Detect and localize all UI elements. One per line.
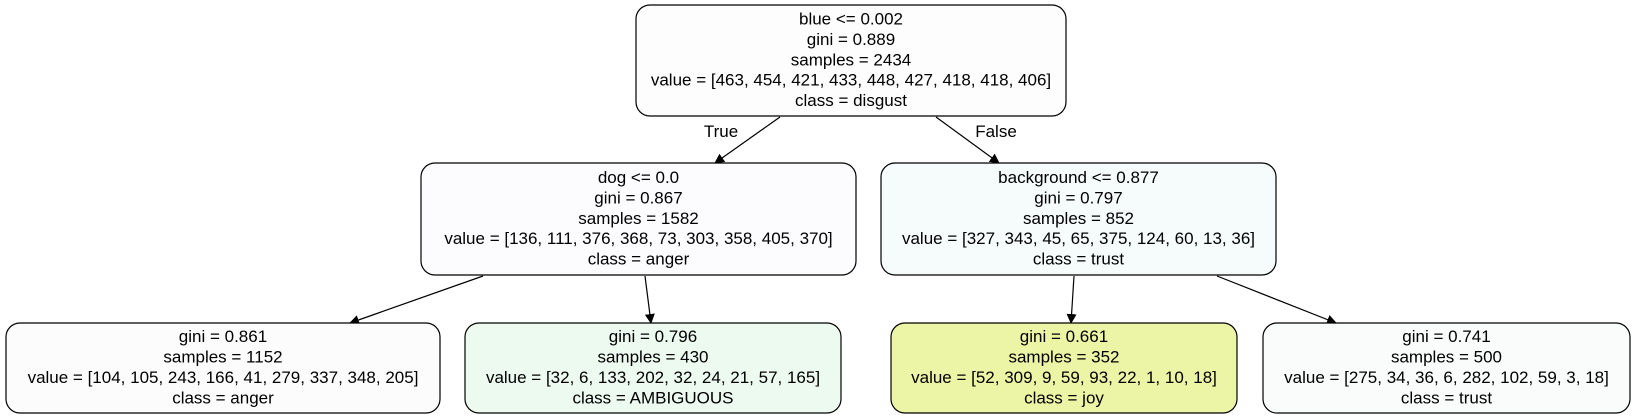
edge-label-true: True [704,122,738,141]
node-line: gini = 0.796 [609,327,697,346]
node-line: class = anger [172,388,274,407]
node-line: value = [32, 6, 133, 202, 32, 24, 21, 57… [486,368,820,387]
node-line: samples = 352 [1008,348,1119,367]
node-line: samples = 430 [597,348,708,367]
node-box [890,322,1238,414]
node-line: gini = 0.861 [179,327,267,346]
node-box [5,322,441,414]
node-line: class = trust [1033,250,1124,269]
node-line: value = [275, 34, 36, 6, 282, 102, 59, 3… [1284,368,1609,387]
node-line: samples = 1582 [578,209,699,228]
node-line: gini = 0.867 [594,188,682,207]
edge-n2-to-n6 [1216,275,1337,325]
node-box [635,4,1067,117]
node-box [1262,322,1631,414]
node-line: class = AMBIGUOUS [572,388,733,407]
edge-label-false: False [975,122,1017,141]
node-line: class = disgust [795,91,907,110]
node-line: value = [52, 309, 9, 59, 93, 22, 1, 10, … [911,368,1217,387]
node-line: samples = 1152 [163,348,282,367]
node-line: dog <= 0.0 [598,168,679,187]
node-line: samples = 852 [1023,209,1134,228]
node-line: class = joy [1024,388,1104,407]
node-box [880,162,1277,276]
edge-root-to-n2 [935,116,1000,164]
edges-layer: True False [349,116,1337,325]
node-line: gini = 0.741 [1402,327,1490,346]
node-line: blue <= 0.002 [799,10,903,29]
node-box [464,322,842,414]
node-line: class = anger [588,250,690,269]
node-line: value = [136, 111, 376, 368, 73, 303, 35… [444,229,832,248]
node-line: background <= 0.877 [998,168,1159,187]
edge-n2-to-n5 [1066,275,1077,324]
node-line: gini = 0.797 [1034,188,1122,207]
edge-n1-to-n4 [644,275,655,324]
node-line: gini = 0.661 [1020,327,1108,346]
node-line: samples = 2434 [791,50,912,69]
node-box [420,162,857,276]
node-line: value = [104, 105, 243, 166, 41, 279, 33… [28,368,419,387]
node-line: gini = 0.889 [807,30,895,49]
node-line: class = trust [1401,388,1492,407]
edge-root-to-n1 [714,116,781,164]
node-line: value = [463, 454, 421, 433, 448, 427, 4… [651,71,1051,90]
node-line: value = [327, 343, 45, 65, 375, 124, 60,… [902,229,1255,248]
node-line: samples = 500 [1391,348,1502,367]
edge-n1-to-n3 [349,275,484,325]
